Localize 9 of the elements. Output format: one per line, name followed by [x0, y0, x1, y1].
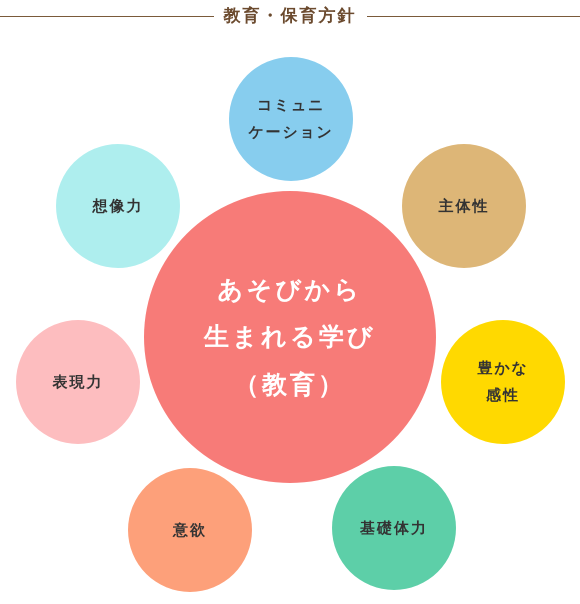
circle-label: あそびから生まれる学び（教育） — [204, 274, 376, 401]
circle-label: 主体性 — [438, 196, 490, 216]
circle-label: 想像力 — [92, 196, 144, 216]
circle-label: 意欲 — [173, 520, 207, 540]
circle-label: 基礎体力 — [360, 518, 428, 538]
circle-label: コミュニケーション — [248, 95, 334, 143]
circle-label: 豊かな感性 — [478, 358, 528, 406]
title: 教育・保育方針 — [214, 6, 366, 26]
circle-label: 表現力 — [52, 372, 104, 392]
